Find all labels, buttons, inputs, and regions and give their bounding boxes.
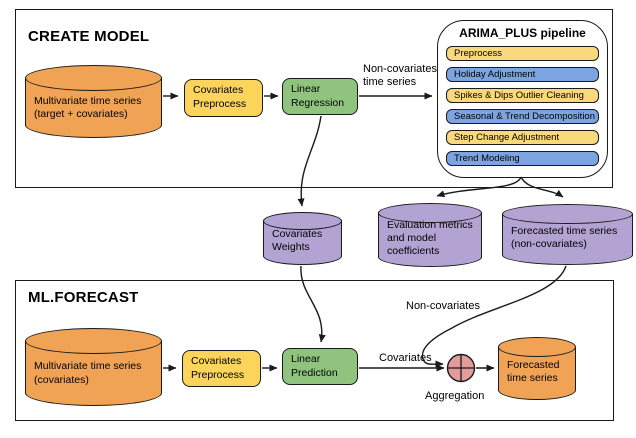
- forecast-noncovariates-label: Forecasted time series (non-covariates): [511, 224, 618, 250]
- cylinder-cap: [25, 328, 162, 354]
- linear-regression-box: Linear Regression: [282, 78, 358, 115]
- covariates-weights-label: Covariates Weights: [272, 227, 323, 253]
- linear-prediction-box: Linear Prediction: [282, 348, 358, 385]
- pipeline-step-trend-modeling: Trend Modeling: [446, 150, 599, 166]
- ml-forecast-title: ML.FORECAST: [28, 289, 139, 306]
- arima-plus-pipeline-container: ARIMA_PLUS pipeline Preprocess Holiday A…: [437, 20, 608, 178]
- covariates-preprocess-label: Covariates Preprocess: [191, 354, 245, 381]
- pipeline-step-step-change-adjustment: Step Change Adjustment: [446, 129, 599, 145]
- covariates-preprocess-box-forecast: Covariates Preprocess: [182, 350, 261, 387]
- noncovariates-timeseries-label: Non-covariates time series: [363, 63, 437, 89]
- multivariate-source-label: Multivariate time series (target + covar…: [34, 94, 142, 120]
- forecast-output-cylinder: Forecasted time series: [498, 337, 576, 400]
- covariates-preprocess-box-create: Covariates Preprocess: [184, 79, 263, 117]
- covariates-source-label: Multivariate time series (covariates): [34, 360, 142, 386]
- cylinder-cap: [263, 212, 342, 230]
- multivariate-source-cylinder: Multivariate time series (target + covar…: [25, 65, 162, 138]
- covariates-label: Covariates: [379, 352, 432, 364]
- pipeline-step-outlier-cleaning: Spikes & Dips Outlier Cleaning: [446, 87, 599, 103]
- cylinder-cap: [25, 65, 162, 91]
- pipeline-title: ARIMA_PLUS pipeline: [459, 26, 586, 40]
- evaluation-metrics-cylinder: Evaluation metrics and model coefficient…: [378, 203, 482, 267]
- create-model-title: CREATE MODEL: [28, 28, 150, 45]
- pipeline-step-preprocess: Preprocess: [446, 45, 599, 61]
- covariates-preprocess-label: Covariates Preprocess: [193, 84, 247, 110]
- pipeline-step-holiday-adjustment: Holiday Adjustment: [446, 66, 599, 82]
- forecast-output-label: Forecasted time series: [507, 358, 560, 384]
- pipeline-step-seasonal-trend-decomposition: Seasonal & Trend Decomposition: [446, 108, 599, 124]
- cylinder-cap: [378, 203, 482, 223]
- aggregation-label: Aggregation: [425, 390, 485, 402]
- linear-prediction-label: Linear Prediction: [291, 352, 338, 379]
- noncovariates-label: Non-covariates: [406, 300, 480, 312]
- cylinder-cap: [502, 204, 633, 224]
- linear-regression-label: Linear Regression: [291, 82, 345, 109]
- covariates-weights-cylinder: Covariates Weights: [263, 212, 342, 265]
- covariates-source-cylinder: Multivariate time series (covariates): [25, 328, 162, 406]
- forecast-noncovariates-cylinder: Forecasted time series (non-covariates): [502, 204, 633, 265]
- evaluation-metrics-label: Evaluation metrics and model coefficient…: [387, 218, 473, 258]
